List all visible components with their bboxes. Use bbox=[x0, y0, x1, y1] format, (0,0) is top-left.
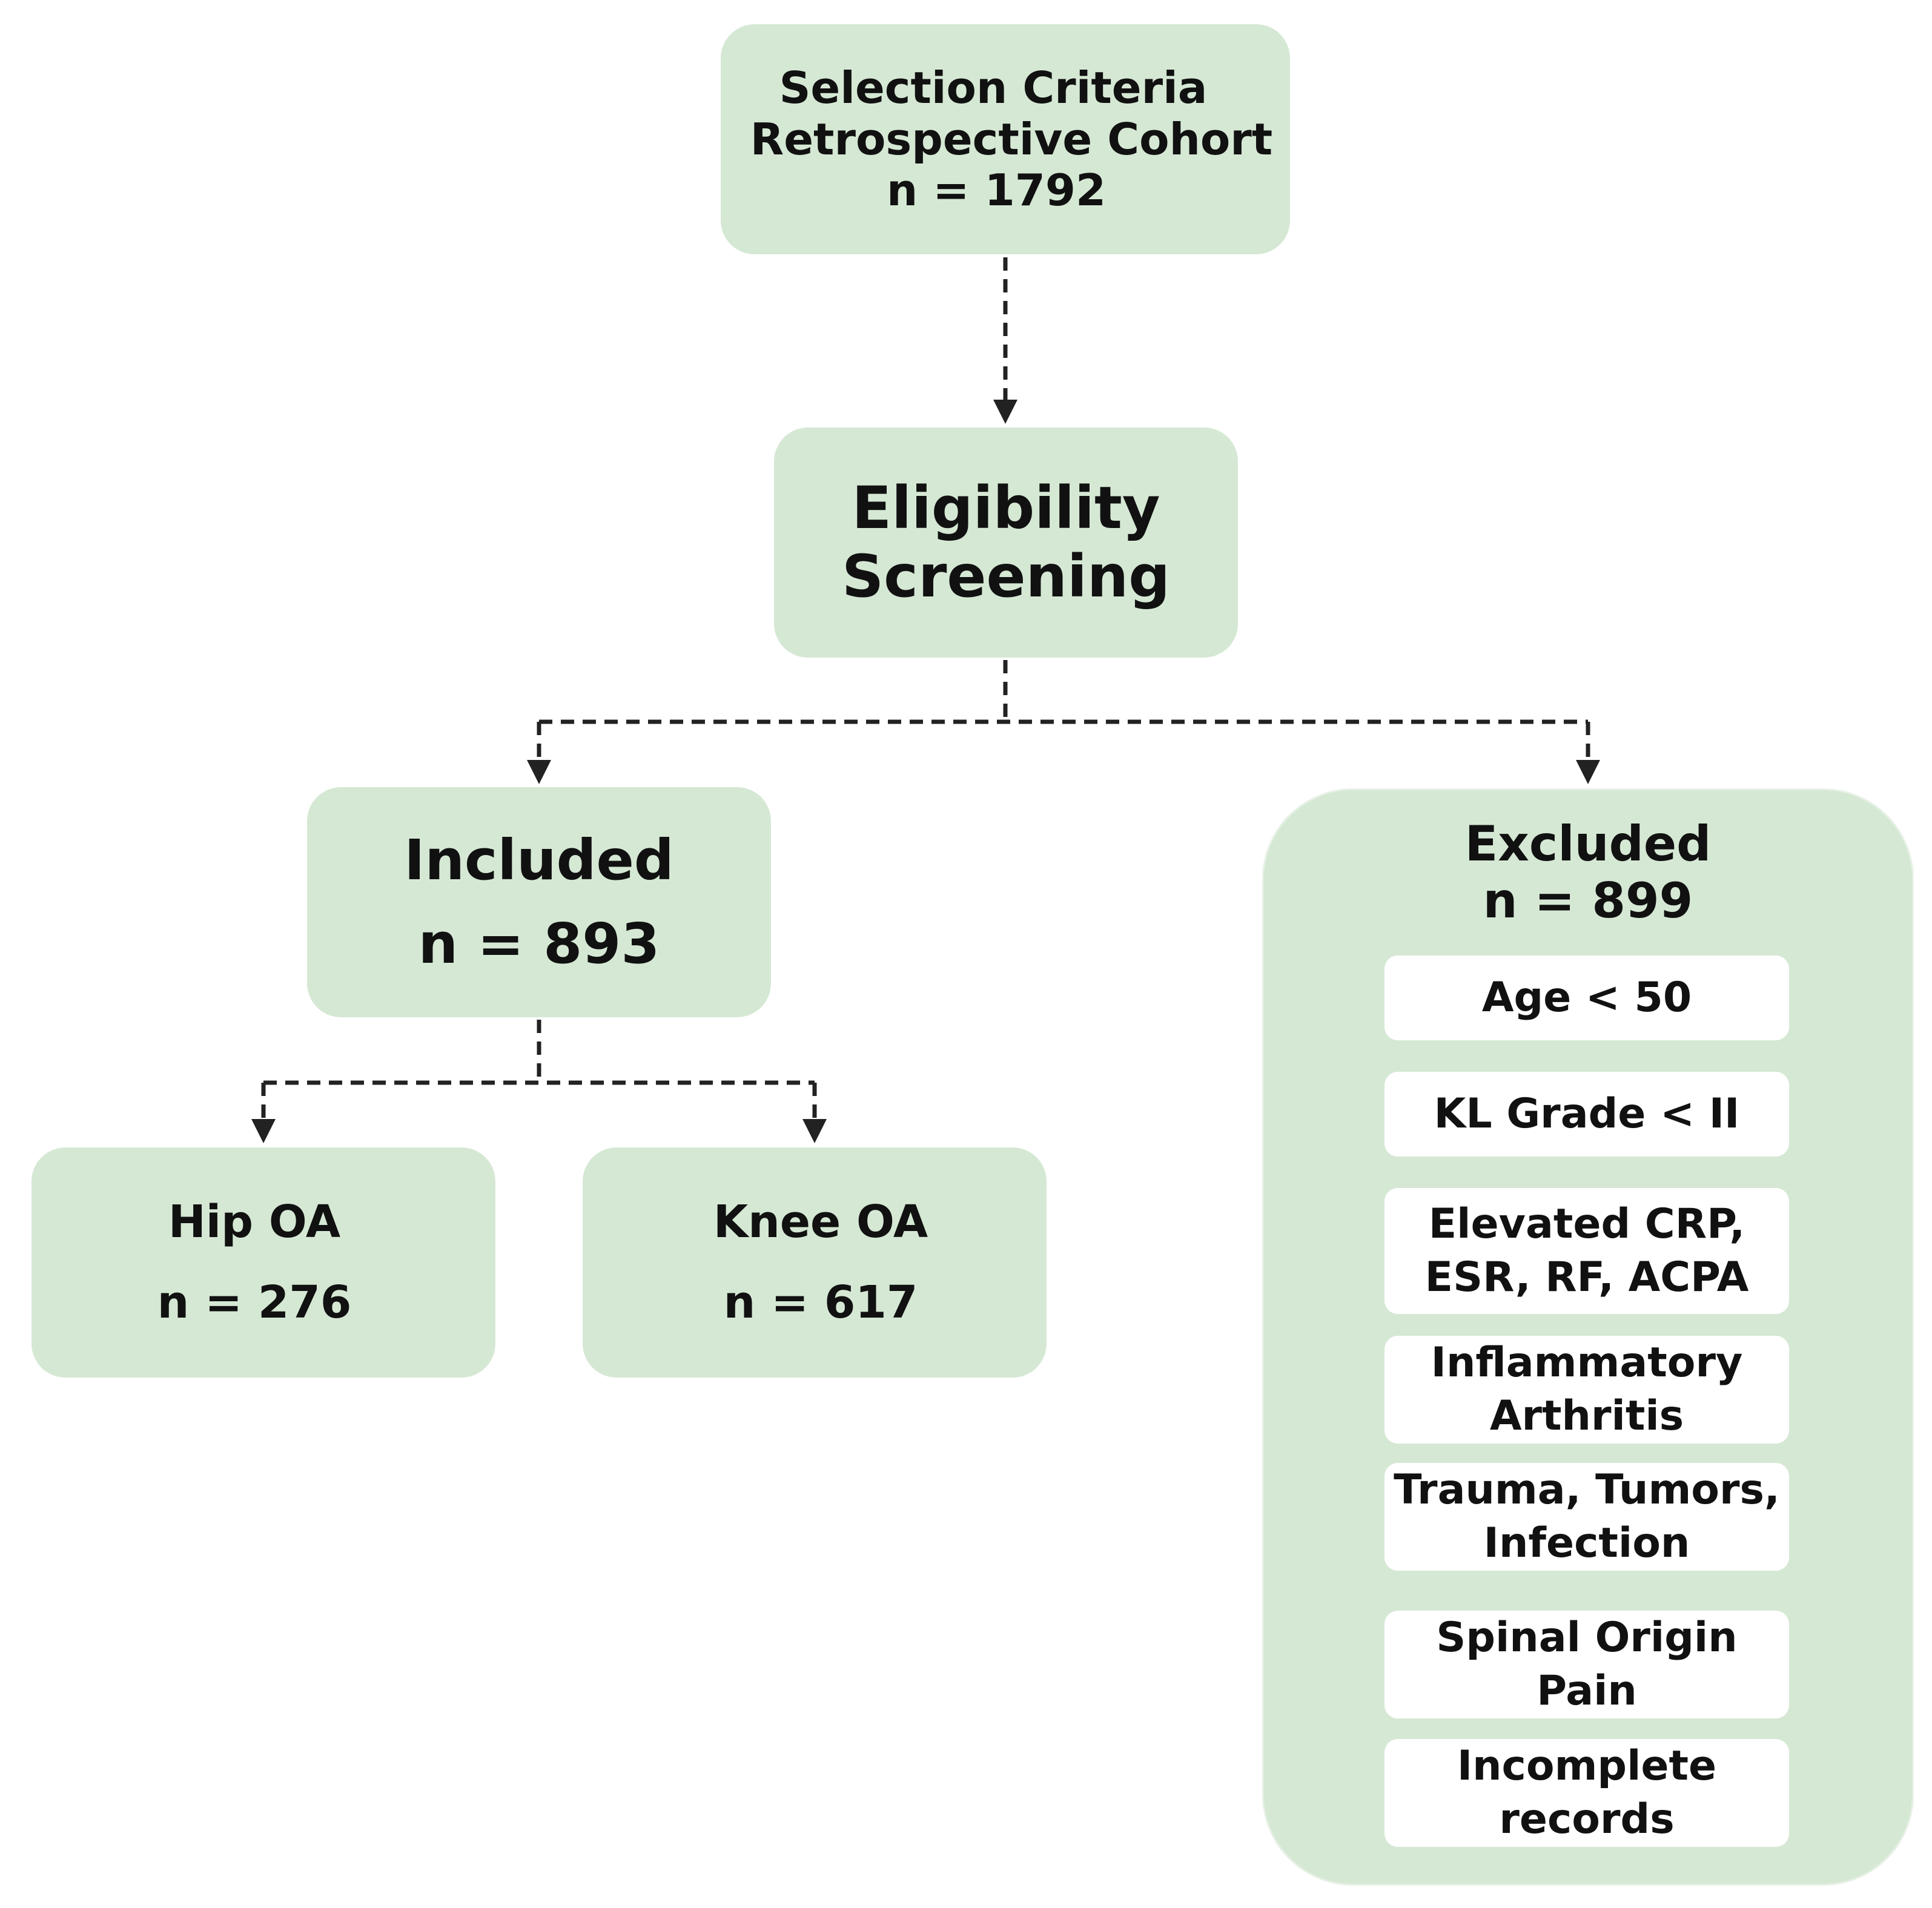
hip-oa-box: Hip OA n = 276 bbox=[31, 1147, 495, 1378]
reason-label-line2: Arthritis bbox=[1489, 1392, 1684, 1440]
arrowhead-knee bbox=[802, 1119, 827, 1143]
reason-label: Age < 50 bbox=[1481, 973, 1692, 1022]
reason-label-line1: Inflammatory bbox=[1431, 1338, 1743, 1387]
reason-label-line2: ESR, RF, ACPA bbox=[1424, 1253, 1749, 1301]
arrowhead-included bbox=[527, 760, 551, 784]
excluded-count: n = 899 bbox=[1483, 873, 1693, 929]
reason-label-line2: Pain bbox=[1537, 1667, 1637, 1715]
excluded-reason-inflammatory-arthritis: Inflammatory Arthritis bbox=[1384, 1336, 1789, 1444]
eligibility-line1: Eligibility bbox=[852, 474, 1160, 542]
excluded-reason-incomplete-records: Incomplete records bbox=[1384, 1739, 1789, 1847]
knee-title: Knee OA bbox=[713, 1195, 928, 1248]
included-box: Included n = 893 bbox=[307, 787, 771, 1017]
reason-label-line1: Elevated CRP, bbox=[1428, 1200, 1745, 1248]
reason-label-line1: Spinal Origin bbox=[1436, 1613, 1738, 1662]
reason-label-line1: Trauma, Tumors, bbox=[1394, 1465, 1780, 1514]
arrowhead-eligibility bbox=[993, 400, 1017, 424]
excluded-reason-kl-grade: KL Grade < II bbox=[1384, 1072, 1789, 1157]
knee-count: n = 617 bbox=[723, 1276, 918, 1329]
reason-label: KL Grade < II bbox=[1434, 1089, 1740, 1138]
selection-line2: Retrospective Cohort bbox=[750, 113, 1273, 165]
included-count: n = 893 bbox=[418, 911, 660, 976]
hip-count: n = 276 bbox=[157, 1276, 352, 1329]
split-eligibility-branches bbox=[539, 660, 1588, 724]
excluded-title: Excluded bbox=[1464, 816, 1712, 872]
split-included-branches bbox=[263, 1020, 815, 1085]
reason-label-line2: Infection bbox=[1483, 1519, 1690, 1567]
included-title: Included bbox=[404, 828, 674, 893]
selection-line1: Selection Criteria bbox=[779, 62, 1208, 113]
reason-label-line1: Incomplete bbox=[1457, 1741, 1717, 1790]
arrowhead-excluded bbox=[1576, 760, 1600, 784]
knee-oa-box: Knee OA n = 617 bbox=[583, 1147, 1047, 1378]
eligibility-screening-box: Eligibility Screening bbox=[774, 427, 1238, 658]
reason-label-line2: records bbox=[1499, 1795, 1675, 1843]
hip-title: Hip OA bbox=[168, 1195, 341, 1248]
arrowhead-hip bbox=[251, 1119, 276, 1143]
excluded-reason-trauma-tumors-infection: Trauma, Tumors, Infection bbox=[1384, 1463, 1789, 1571]
eligibility-line2: Screening bbox=[842, 543, 1170, 610]
selection-count: n = 1792 bbox=[886, 165, 1107, 216]
excluded-reason-spinal-origin-pain: Spinal Origin Pain bbox=[1384, 1611, 1789, 1718]
selection-criteria-box: Selection Criteria Retrospective Cohort … bbox=[721, 24, 1290, 254]
excluded-reason-age: Age < 50 bbox=[1384, 956, 1789, 1040]
excluded-reason-elevated-markers: Elevated CRP, ESR, RF, ACPA bbox=[1384, 1188, 1789, 1314]
